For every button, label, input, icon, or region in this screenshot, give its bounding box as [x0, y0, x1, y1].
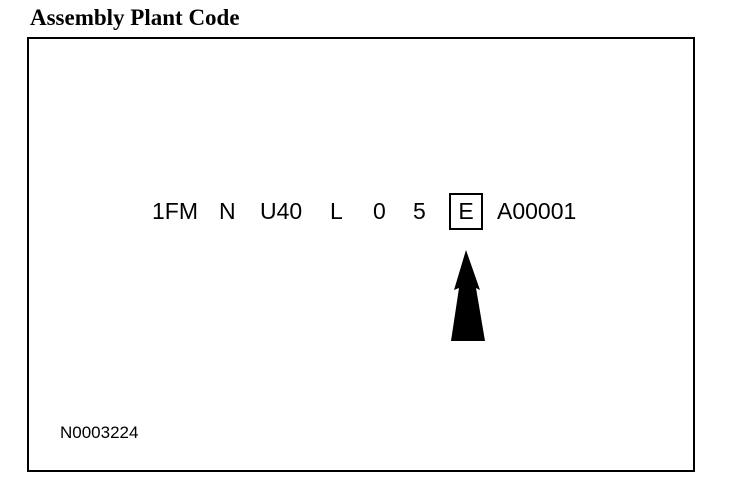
diagram-frame: [27, 37, 695, 472]
vin-segment-engine: L: [330, 198, 343, 224]
vin-segment-model-year: 5: [413, 198, 426, 224]
vin-segment-check-digit: 0: [373, 198, 386, 224]
vin-segment-plant-code-highlighted: E: [449, 193, 483, 230]
vin-segment-serial: A00001: [497, 198, 577, 224]
diagram-title: Assembly Plant Code: [30, 5, 240, 30]
vin-segment-restraint: N: [219, 198, 236, 224]
arrow-up-icon: [451, 250, 485, 341]
figure-id: N0003224: [60, 423, 139, 442]
vin-segment-wmi: 1FM: [152, 198, 198, 224]
vin-segment-line-series: U40: [260, 198, 303, 224]
